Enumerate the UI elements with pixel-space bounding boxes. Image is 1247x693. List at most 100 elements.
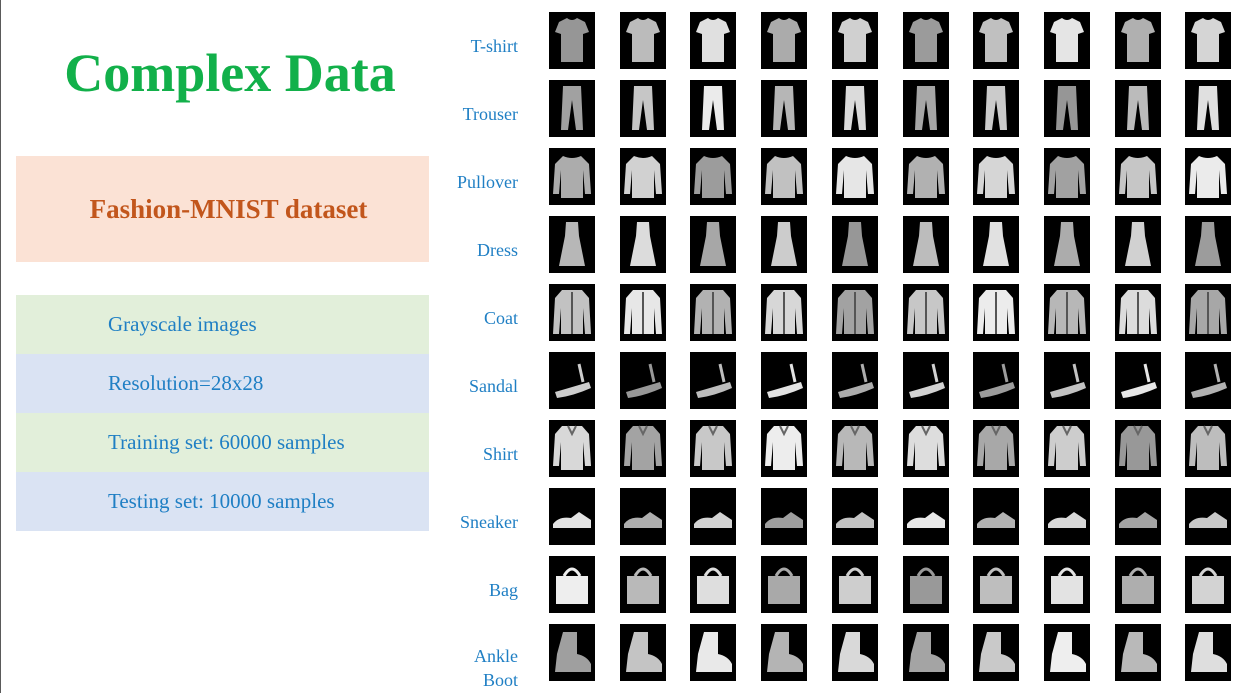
ankle-boot-sample-image — [1115, 624, 1161, 681]
dress-icon — [913, 222, 939, 266]
ankle-boot-sample-image — [690, 624, 736, 681]
dress-sample-image — [620, 216, 666, 273]
coat-icon — [1048, 290, 1086, 334]
sandal-sample-image — [690, 352, 736, 409]
ankle-boot-sample-image — [832, 624, 878, 681]
coat-icon — [907, 290, 945, 334]
coat-sample-image — [1185, 284, 1231, 341]
pullover-icon — [1119, 156, 1157, 198]
ankle-boot-icon — [1050, 632, 1086, 672]
class-label-shirt: Shirt — [482, 444, 518, 464]
trouser-sample-image — [832, 80, 878, 137]
dress-icon — [771, 222, 797, 266]
shirt-icon — [907, 425, 945, 470]
dress-icon — [1125, 222, 1151, 266]
dress-icon — [842, 222, 868, 266]
bag-sample-image — [832, 556, 878, 613]
coat-icon — [977, 290, 1015, 334]
tshirt-icon — [696, 18, 730, 62]
sandal-icon — [626, 363, 662, 398]
sandal-sample-image — [549, 352, 595, 409]
shirt-sample-image — [1115, 420, 1161, 477]
ankle-boot-sample-image — [1185, 624, 1231, 681]
ankle-boot-icon — [626, 632, 662, 672]
tshirt-sample-image — [1044, 12, 1090, 69]
class-label-dress: Dress — [477, 240, 518, 260]
ankle-boot-icon — [555, 632, 591, 672]
trouser-sample-image — [1115, 80, 1161, 137]
bag-sample-image — [620, 556, 666, 613]
trouser-icon — [632, 86, 654, 130]
ankle-boot-icon — [979, 632, 1015, 672]
shirt-sample-image — [549, 420, 595, 477]
class-label-bag: Bag — [489, 580, 518, 600]
coat-icon — [553, 290, 591, 334]
coat-icon — [1119, 290, 1157, 334]
trouser-sample-image — [973, 80, 1019, 137]
trouser-sample-image — [1044, 80, 1090, 137]
shirt-sample-image — [620, 420, 666, 477]
bag-icon — [697, 567, 729, 604]
ankle-boot-icon — [909, 632, 945, 672]
sneaker-icon — [1189, 512, 1227, 528]
pullover-sample-image — [1115, 148, 1161, 205]
pullover-icon — [836, 156, 874, 198]
pullover-icon — [694, 156, 732, 198]
pullover-icon — [765, 156, 803, 198]
bag-icon — [556, 567, 588, 604]
bag-icon — [1051, 567, 1083, 604]
pullover-sample-image — [973, 148, 1019, 205]
bag-icon — [1192, 567, 1224, 604]
bag-icon — [839, 567, 871, 604]
fact-grayscale: Grayscale images — [16, 295, 429, 354]
pullover-sample-image — [1044, 148, 1090, 205]
tshirt-sample-image — [903, 12, 949, 69]
trouser-sample-image — [549, 80, 595, 137]
sneaker-icon — [1119, 512, 1157, 528]
tshirt-sample-image — [1115, 12, 1161, 69]
dress-sample-image — [973, 216, 1019, 273]
dress-sample-image — [903, 216, 949, 273]
bag-icon — [627, 567, 659, 604]
sandal-icon — [767, 363, 803, 398]
bag-sample-image — [1115, 556, 1161, 613]
shirt-sample-image — [1044, 420, 1090, 477]
tshirt-icon — [626, 18, 660, 62]
pullover-sample-image — [620, 148, 666, 205]
shirt-icon — [836, 425, 874, 470]
trouser-icon — [915, 86, 937, 130]
coat-icon — [836, 290, 874, 334]
sandal-sample-image — [832, 352, 878, 409]
coat-sample-image — [620, 284, 666, 341]
sandal-sample-image — [903, 352, 949, 409]
ankle-boot-sample-image — [620, 624, 666, 681]
dress-sample-image — [761, 216, 807, 273]
pullover-sample-image — [549, 148, 595, 205]
ankle-boot-sample-image — [761, 624, 807, 681]
shirt-icon — [765, 425, 803, 470]
dress-sample-image — [690, 216, 736, 273]
sneaker-sample-image — [761, 488, 807, 545]
sandal-icon — [1191, 363, 1227, 398]
dress-icon — [630, 222, 656, 266]
shirt-icon — [1048, 425, 1086, 470]
dress-icon — [1054, 222, 1080, 266]
dataset-name: Fashion-MNIST dataset — [89, 193, 368, 224]
shirt-icon — [1189, 425, 1227, 470]
pullover-sample-image — [832, 148, 878, 205]
tshirt-icon — [1121, 18, 1155, 62]
dress-sample-image — [1185, 216, 1231, 273]
ankle-boot-sample-image — [1044, 624, 1090, 681]
sandal-sample-image — [1044, 352, 1090, 409]
sandal-sample-image — [761, 352, 807, 409]
tshirt-sample-image — [832, 12, 878, 69]
dress-sample-image — [1115, 216, 1161, 273]
sneaker-icon — [624, 512, 662, 528]
shirt-sample-image — [690, 420, 736, 477]
trouser-icon — [1127, 86, 1149, 130]
shirt-icon — [624, 425, 662, 470]
class-label-pullover: Pullover — [457, 172, 518, 192]
sneaker-sample-image — [1044, 488, 1090, 545]
sandal-sample-image — [1115, 352, 1161, 409]
shirt-sample-image — [973, 420, 1019, 477]
